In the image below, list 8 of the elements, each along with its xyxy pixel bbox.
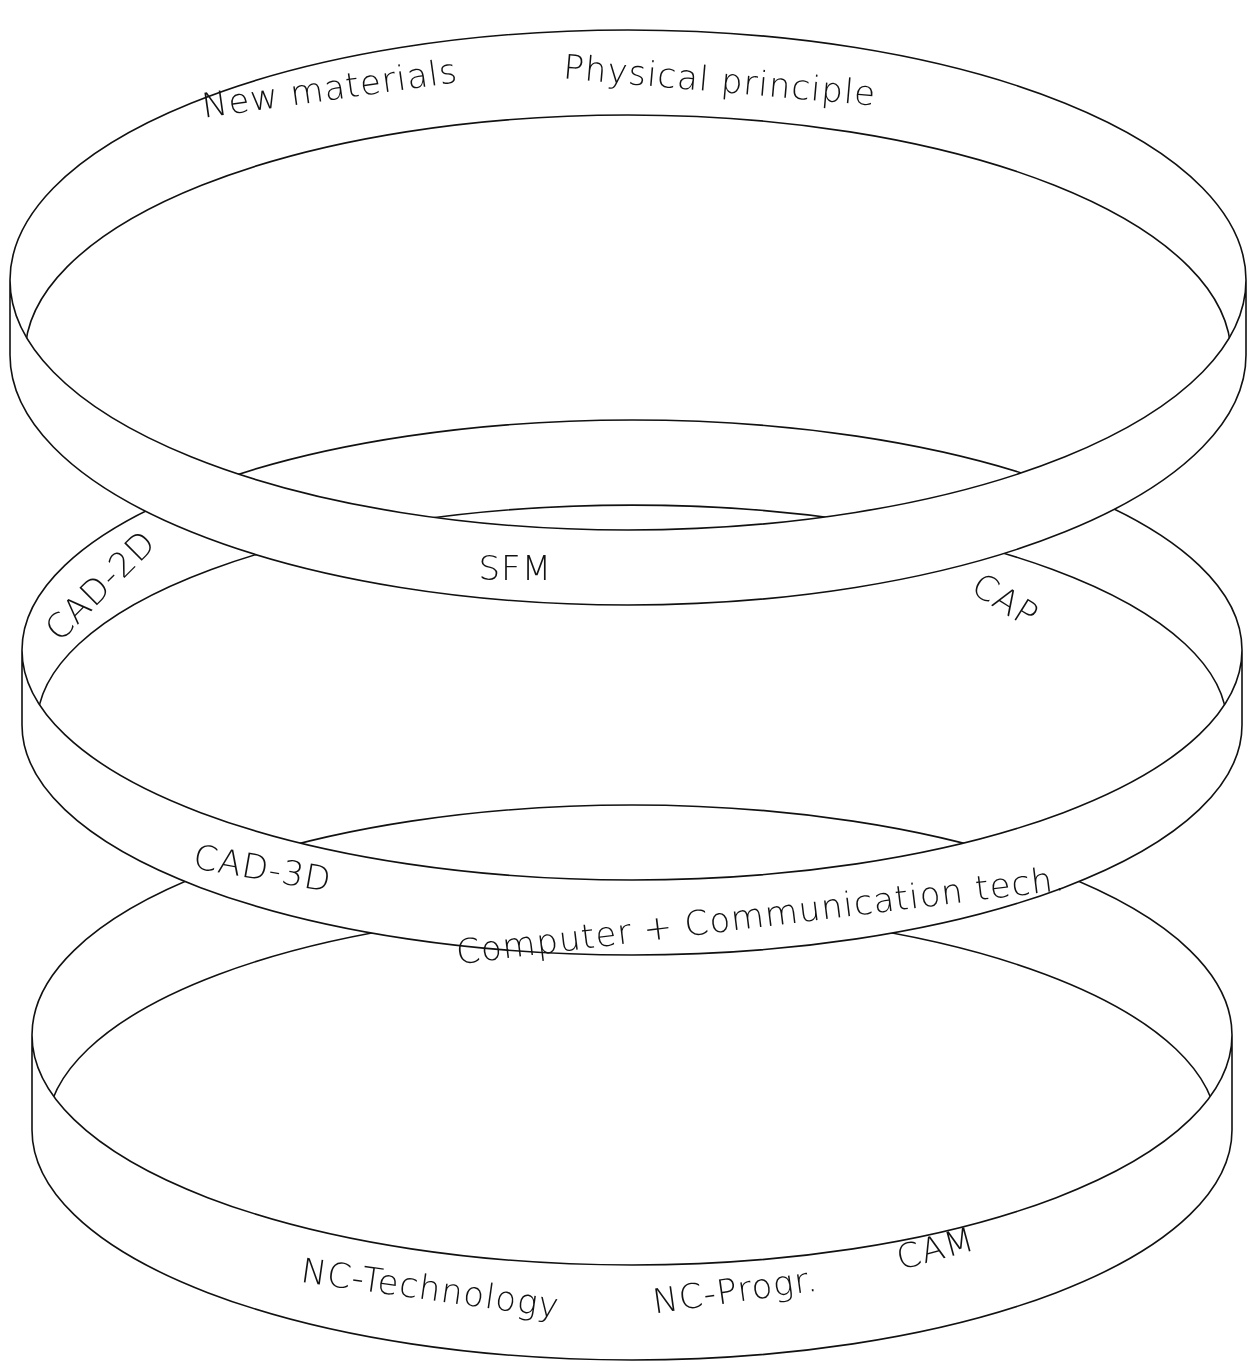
ribbon-label: CAD-3D [190,837,334,899]
ribbon-label: NC-Progr. [650,1260,821,1321]
ribbon-label: CAP [964,565,1045,635]
ribbon-label: Computer + Communication tech. [453,859,1067,972]
ribbon-label: SFM [478,549,552,587]
ribbon-label: CAM [892,1219,979,1277]
ribbon-label: New materials [199,51,460,125]
ribbon-label: Physical principle [561,47,878,113]
